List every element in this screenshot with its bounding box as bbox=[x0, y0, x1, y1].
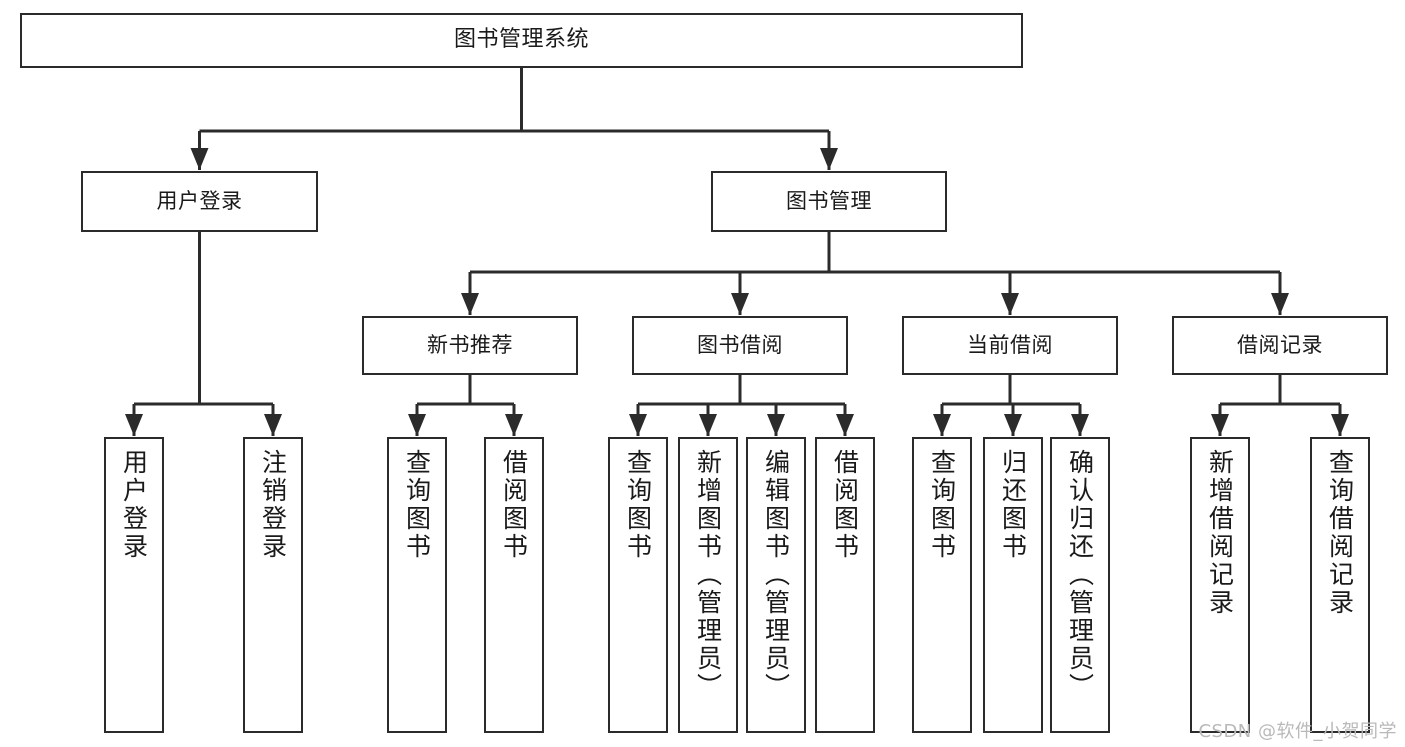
node-leaf-query-book-1[interactable]: 查询图书 bbox=[387, 437, 447, 733]
node-book-borrow[interactable]: 图书借阅 bbox=[632, 316, 848, 375]
node-new-book-rec[interactable]: 新书推荐 bbox=[362, 316, 578, 375]
node-label: 查询图书 bbox=[623, 449, 653, 561]
arrow-head-icon bbox=[933, 414, 951, 436]
node-label: 确认归还（管理员） bbox=[1065, 449, 1095, 701]
arrow-head-icon bbox=[1211, 414, 1229, 436]
arrow-head-icon bbox=[190, 148, 209, 170]
node-current-borrow[interactable]: 当前借阅 bbox=[902, 316, 1118, 375]
node-label: 查询借阅记录 bbox=[1325, 449, 1355, 617]
node-label: 新书推荐 bbox=[427, 332, 513, 357]
node-leaf-query-book-3[interactable]: 查询图书 bbox=[912, 437, 972, 733]
arrow-head-icon bbox=[629, 414, 647, 436]
arrow-head-icon bbox=[820, 148, 838, 170]
node-label: 图书借阅 bbox=[697, 332, 783, 357]
node-label: 查询图书 bbox=[402, 449, 432, 561]
node-leaf-edit-book[interactable]: 编辑图书（管理员） bbox=[746, 437, 806, 733]
arrow-head-icon bbox=[836, 414, 854, 436]
node-label: 用户登录 bbox=[156, 188, 243, 213]
arrow-head-icon bbox=[1071, 414, 1089, 436]
arrow-head-icon bbox=[1331, 414, 1349, 436]
arrow-head-icon bbox=[731, 293, 749, 315]
node-label: 当前借阅 bbox=[967, 332, 1053, 357]
watermark: CSDN @软件_小贺同学 bbox=[1198, 721, 1397, 742]
arrow-head-icon bbox=[125, 414, 143, 436]
node-leaf-borrow-book-1[interactable]: 借阅图书 bbox=[484, 437, 544, 733]
arrow-head-icon bbox=[699, 414, 717, 436]
node-leaf-return-book[interactable]: 归还图书 bbox=[983, 437, 1043, 733]
node-leaf-add-book[interactable]: 新增图书（管理员） bbox=[678, 437, 738, 733]
node-book-manage[interactable]: 图书管理 bbox=[711, 171, 947, 232]
arrow-head-icon bbox=[264, 414, 282, 436]
node-leaf-user-login[interactable]: 用户登录 bbox=[104, 437, 164, 733]
node-leaf-confirm-return[interactable]: 确认归还（管理员） bbox=[1050, 437, 1110, 733]
node-label: 用户登录 bbox=[119, 449, 149, 561]
node-leaf-query-record[interactable]: 查询借阅记录 bbox=[1310, 437, 1370, 733]
node-leaf-query-book-2[interactable]: 查询图书 bbox=[608, 437, 668, 733]
node-user-login[interactable]: 用户登录 bbox=[81, 171, 318, 232]
node-leaf-add-record[interactable]: 新增借阅记录 bbox=[1190, 437, 1250, 733]
node-label: 编辑图书（管理员） bbox=[761, 449, 791, 701]
arrow-head-icon bbox=[1001, 293, 1019, 315]
arrow-head-icon bbox=[767, 414, 785, 436]
node-label: 归还图书 bbox=[998, 449, 1028, 561]
arrow-head-icon bbox=[1004, 414, 1022, 436]
node-label: 查询图书 bbox=[927, 449, 957, 561]
arrow-head-icon bbox=[1271, 293, 1289, 315]
node-leaf-borrow-book-2[interactable]: 借阅图书 bbox=[815, 437, 875, 733]
node-label: 新增图书（管理员） bbox=[693, 449, 723, 701]
node-borrow-record[interactable]: 借阅记录 bbox=[1172, 316, 1388, 375]
arrow-head-icon bbox=[408, 414, 426, 436]
node-label: 图书管理 bbox=[786, 188, 872, 213]
node-root[interactable]: 图书管理系统 bbox=[20, 13, 1023, 68]
node-leaf-user-logout[interactable]: 注销登录 bbox=[243, 437, 303, 733]
node-label: 注销登录 bbox=[258, 449, 288, 561]
node-label: 借阅图书 bbox=[830, 449, 860, 561]
node-label: 新增借阅记录 bbox=[1205, 449, 1235, 617]
node-label: 借阅图书 bbox=[499, 449, 529, 561]
node-label: 图书管理系统 bbox=[453, 27, 589, 53]
node-label: 借阅记录 bbox=[1237, 332, 1323, 357]
arrow-head-icon bbox=[505, 414, 523, 436]
arrow-head-icon bbox=[461, 293, 479, 315]
